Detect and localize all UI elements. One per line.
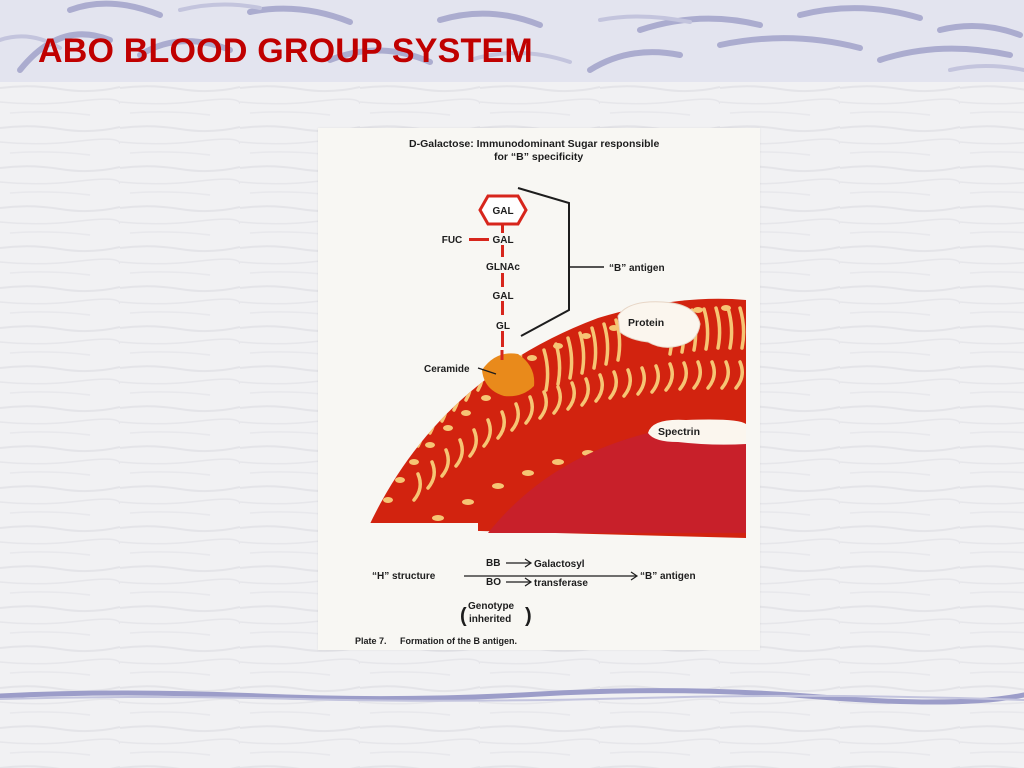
bottom-rule (0, 688, 1024, 705)
header-banner (0, 0, 1024, 82)
spectrin-blob (648, 419, 746, 445)
reaction-arrows (464, 558, 639, 587)
spectrin-label: Spectrin (658, 426, 700, 438)
product-label: “B” antigen (640, 571, 696, 582)
b-antigen-bracket (517, 187, 570, 337)
gl-label: GL (496, 321, 510, 332)
b-antigen-label: “B” antigen (609, 263, 665, 274)
caption-text: Formation of the B antigen. (400, 636, 517, 646)
chain-links (469, 221, 504, 347)
h-structure-label: “H” structure (372, 571, 436, 582)
header-line-2: for “B” specificity (494, 151, 583, 163)
gal-third-label: GAL (492, 291, 513, 302)
protein-blob (617, 301, 701, 348)
cytoplasm (488, 423, 746, 533)
caption-plate: Plate 7. (355, 636, 387, 646)
genotype-bb: BB (486, 558, 500, 569)
gal-second-label: GAL (492, 235, 513, 246)
paren-close: ) (525, 605, 532, 627)
ceramide-blob (482, 353, 535, 397)
gal-hexagon (478, 194, 528, 226)
genotype-bo: BO (486, 577, 501, 588)
fuc-label: FUC (442, 235, 463, 246)
genotype-note-line-2: inherited (469, 614, 511, 625)
protein-label: Protein (628, 317, 664, 329)
paren-open: ( (460, 605, 467, 627)
b-antigen-diagram: D-Galactose: Immunodominant Sugar respon… (355, 138, 746, 646)
figure-plate: D-Galactose: Immunodominant Sugar respon… (318, 128, 760, 650)
header-line-1: D-Galactose: Immunodominant Sugar respon… (409, 138, 659, 150)
enzyme-line-2: transferase (534, 578, 588, 589)
gal-top-label: GAL (492, 206, 513, 217)
red-cell-membrane (368, 298, 746, 538)
ceramide-label: Ceramide (424, 364, 470, 375)
enzyme-line-1: Galactosyl (534, 559, 585, 570)
genotype-note-line-1: Genotype (468, 601, 515, 612)
slide-title: ABO BLOOD GROUP SYSTEM (38, 32, 533, 70)
glnac-label: GLNAc (486, 262, 520, 273)
